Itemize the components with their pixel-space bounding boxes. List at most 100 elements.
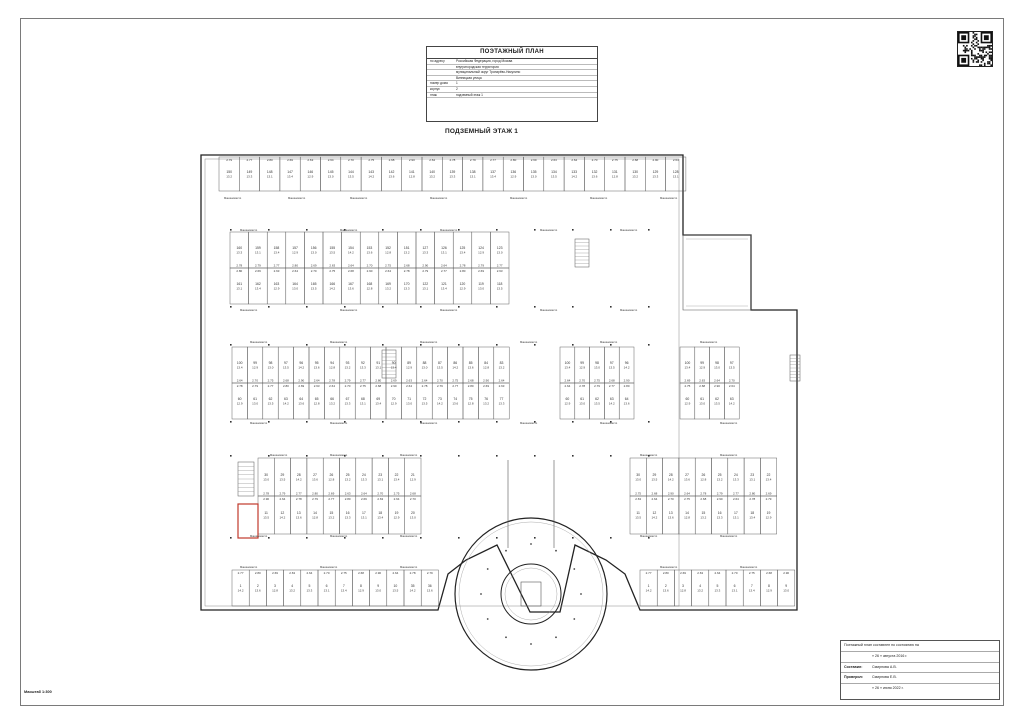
bay-height: 2.77 [360, 379, 366, 383]
bay-height: 2.64 [429, 158, 435, 162]
bay-number: 155 [329, 246, 335, 250]
bay-height: 2.77 [296, 492, 302, 496]
grid-column [648, 344, 650, 346]
bay-area: 14.2 [652, 516, 658, 520]
bay-area: 13.4 [766, 478, 772, 482]
bay-number: 27 [685, 473, 689, 477]
space-label: Машиноместо [340, 228, 358, 232]
bay-height: 2.64 [280, 497, 286, 501]
qr-module [974, 38, 976, 41]
qr-module [975, 61, 978, 63]
bay-number: 5 [716, 584, 718, 588]
space-label: Машиноместо [430, 196, 448, 200]
column-dot [580, 593, 582, 595]
bay-area: 13.2 [700, 516, 706, 520]
qr-module [990, 48, 992, 50]
bay-height: 2.77 [490, 158, 496, 162]
column-dot [486, 618, 489, 620]
bay-number: 87 [438, 361, 442, 365]
bay-height: 2.70 [579, 379, 585, 383]
title-block-row: Винницкая улица [427, 76, 597, 82]
grid-column [648, 306, 650, 308]
bay-number: 11 [636, 511, 640, 515]
qr-module [979, 46, 981, 49]
bay-height: 2.63 [635, 497, 641, 501]
bay-area: 13.6 [367, 251, 373, 255]
qr-module [974, 44, 976, 47]
bay-height: 2.64 [564, 384, 570, 388]
bay-number: 99 [700, 361, 704, 365]
bay-height: 2.79 [312, 497, 318, 501]
title-block-value: 1 [456, 81, 458, 86]
bay-height: 2.75 [268, 379, 274, 383]
bay-area: 13.6 [312, 478, 318, 482]
bay-number: 97 [284, 361, 288, 365]
bay-number: 13 [297, 511, 301, 515]
bay-height: 2.80 [267, 158, 273, 162]
bay-area: 13.5 [497, 287, 503, 291]
bay-number: 17 [734, 511, 738, 515]
space-label: Машиноместо [720, 453, 738, 457]
stamp-row: « 26 » июня 2022 г. [841, 684, 999, 694]
bay-area: 12.9 [699, 366, 705, 370]
grid-column [496, 344, 498, 346]
bay-height: 2.70 [592, 158, 598, 162]
bay-area: 13.5 [283, 366, 289, 370]
bay-height: 2.70 [437, 379, 443, 383]
bay-number: 30 [264, 473, 268, 477]
grid-column [610, 229, 612, 231]
bay-number: 28 [297, 473, 301, 477]
grid-column [496, 537, 498, 539]
bay-area: 13.5 [551, 175, 557, 179]
bay-number: 96 [299, 361, 303, 365]
qr-module [972, 59, 975, 62]
bay-number: 140 [429, 170, 435, 174]
bay-height: 2.64 [564, 379, 570, 383]
bay-area: 13.3 [360, 366, 366, 370]
bay-height: 2.80 [468, 384, 474, 388]
bay-number: 142 [389, 170, 395, 174]
bay-area: 13.2 [226, 175, 232, 179]
grid-column [610, 344, 612, 346]
bay-number: 168 [367, 282, 373, 286]
grid-column [496, 455, 498, 457]
bay-area: 13.2 [345, 366, 351, 370]
bay-area: 12.9 [460, 287, 466, 291]
qr-module [985, 51, 988, 54]
bay-number: 161 [236, 282, 242, 286]
bay-area: 13.6 [452, 402, 458, 406]
bay-height: 2.70 [732, 571, 738, 575]
bay-height: 2.69 [298, 384, 304, 388]
bay-number: 61 [253, 397, 257, 401]
bay-area: 13.0 [635, 478, 641, 482]
qr-module [983, 56, 986, 58]
bay-number: 3 [274, 584, 276, 588]
qr-module [988, 56, 991, 58]
bay-height: 2.64 [314, 379, 320, 383]
bay-number: 18 [378, 511, 382, 515]
bay-height: 2.64 [571, 158, 577, 162]
bay-height: 2.70 [345, 384, 351, 388]
grid-column [648, 537, 650, 539]
bay-area: 13.3 [345, 516, 351, 520]
bay-height: 2.75 [368, 158, 374, 162]
qr-module [990, 59, 992, 62]
bay-area: 13.5 [392, 589, 398, 593]
bay-height: 2.79 [226, 158, 232, 162]
bay-number: 100 [685, 361, 691, 365]
grid-column [344, 537, 346, 539]
bay-height: 2.70 [324, 571, 330, 575]
qr-module [962, 44, 965, 47]
bay-number: 148 [267, 170, 273, 174]
bay-height: 2.79 [437, 384, 443, 388]
bay-height: 2.64 [394, 497, 400, 501]
bay-number: 70 [392, 397, 396, 401]
grid-column [458, 306, 460, 308]
bay-number: 9 [377, 584, 379, 588]
qr-module [983, 64, 986, 66]
grid-column [572, 455, 574, 457]
floor-title: ПОДЗЕМНЫЙ ЭТАЖ 1 [445, 128, 519, 135]
bay-area: 13.6 [684, 478, 690, 482]
space-label: Машиноместо [540, 228, 558, 232]
